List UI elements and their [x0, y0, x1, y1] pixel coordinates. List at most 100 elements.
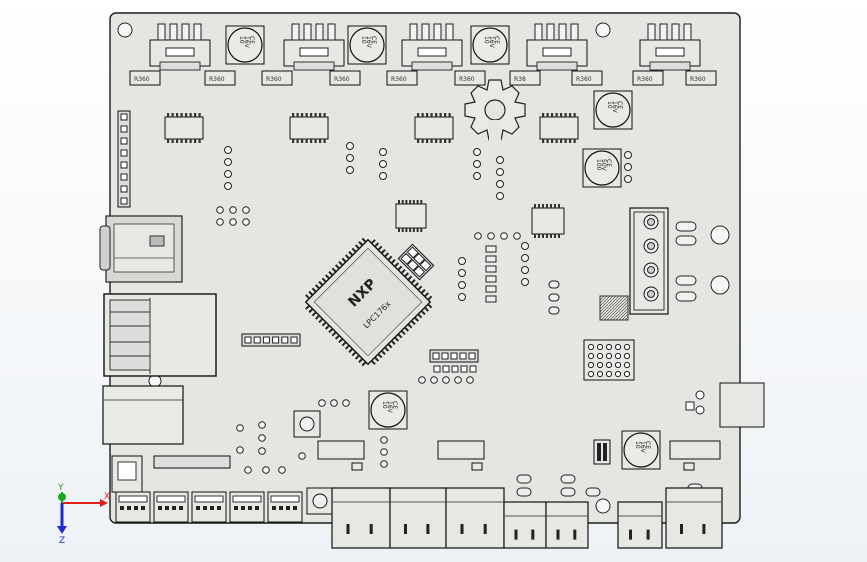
header-pin [459, 352, 467, 360]
via [216, 218, 224, 226]
resistor-label: R38 [514, 76, 526, 83]
ic-pin [435, 139, 438, 143]
small-ic-pins [398, 200, 560, 238]
ic-pin [176, 139, 179, 143]
connector-pin [558, 23, 567, 41]
hatched-pad-area [599, 295, 629, 321]
power-connectors [331, 487, 723, 549]
capacitor-label: 16V [611, 101, 618, 114]
mcu-pin [414, 282, 419, 288]
capacitor-label: 16V [243, 36, 250, 49]
resistor-label: R360 [391, 76, 407, 83]
header-pin [450, 352, 458, 360]
ic-pin [417, 113, 420, 117]
mcu-pin [354, 244, 360, 250]
capacitor [623, 432, 659, 468]
mcu-pin [318, 280, 324, 286]
mcu-pin [420, 288, 426, 294]
mcu-pin [370, 239, 376, 245]
driver-ic [539, 116, 579, 140]
ic-pin [430, 113, 433, 117]
grid-pad-hole [605, 361, 613, 369]
connector-pin [426, 524, 430, 534]
ic-pin [426, 113, 429, 117]
via [258, 421, 266, 429]
ic-pin [542, 139, 545, 143]
ic-pin [542, 204, 544, 208]
via [380, 436, 388, 444]
capacitor-label: CE [391, 401, 398, 409]
connector-pin [546, 23, 555, 41]
ic-pin [416, 228, 419, 232]
ic-pin [185, 113, 188, 117]
smd-pad [548, 306, 560, 315]
mcu-pin [387, 343, 393, 349]
axis-triad-icon: X Y Z [57, 483, 110, 546]
ic-pin [573, 139, 576, 143]
mcu-pin [370, 359, 376, 365]
mcu-pin [424, 306, 429, 312]
ic-pin [555, 139, 558, 143]
connector-latch [159, 61, 201, 71]
capacitor-label: 10 [606, 101, 613, 109]
header-pin [120, 125, 128, 133]
ic-pin [564, 113, 567, 117]
ic-pin [546, 113, 549, 117]
ic-pin [546, 204, 548, 208]
via [521, 266, 529, 274]
capacitor-label: 16V [365, 36, 372, 49]
jst-latch [156, 495, 186, 503]
ic-pin [564, 139, 567, 143]
mcu-pin [315, 314, 320, 320]
diamond-header [397, 243, 435, 281]
ic-pin [301, 113, 304, 117]
connector-slot [165, 47, 195, 57]
ic-pin [401, 200, 404, 204]
ic-pin [296, 113, 299, 117]
mcu-pin [308, 308, 314, 314]
mcu-pin [400, 268, 406, 274]
connector-latch [293, 61, 335, 71]
via [418, 376, 426, 384]
mcu-pin [400, 330, 406, 336]
via [242, 206, 250, 214]
capacitor-label: 16V [386, 401, 393, 414]
ic-pin [292, 139, 295, 143]
grid-pad-hole [596, 343, 604, 351]
header-pin [120, 113, 128, 121]
via [298, 452, 306, 460]
ic-pin [319, 113, 322, 117]
connector-pin [573, 529, 577, 540]
via [454, 376, 462, 384]
mcu-pin [305, 294, 311, 300]
via [473, 148, 481, 156]
header-pin [262, 336, 270, 344]
via [379, 148, 387, 156]
via [242, 218, 250, 226]
ic-pin [409, 228, 412, 232]
ic-pin [420, 200, 423, 204]
via [473, 160, 481, 168]
ic-pin [542, 113, 545, 117]
ic-pin [569, 113, 572, 117]
connector-pin [570, 23, 579, 41]
ic-pin [555, 113, 558, 117]
mcu-pin [338, 338, 344, 344]
grid-pad-hole [614, 352, 622, 360]
jst-pin [272, 506, 276, 510]
mcu-pin [358, 241, 364, 246]
mcu-pin [321, 321, 327, 327]
mcu-pin [348, 251, 354, 256]
ic-pin [412, 200, 415, 204]
ic-pin [439, 113, 442, 117]
connector-latch [649, 61, 691, 71]
mcu-pin [410, 320, 416, 326]
connector-pin [514, 529, 518, 540]
header-pin [432, 352, 440, 360]
terminal-screw-head [647, 218, 655, 226]
ic-pin [417, 139, 420, 143]
mcu-pin [404, 272, 410, 278]
smd-resistor [485, 295, 497, 303]
via [487, 232, 495, 240]
mcu-pin [394, 336, 400, 342]
